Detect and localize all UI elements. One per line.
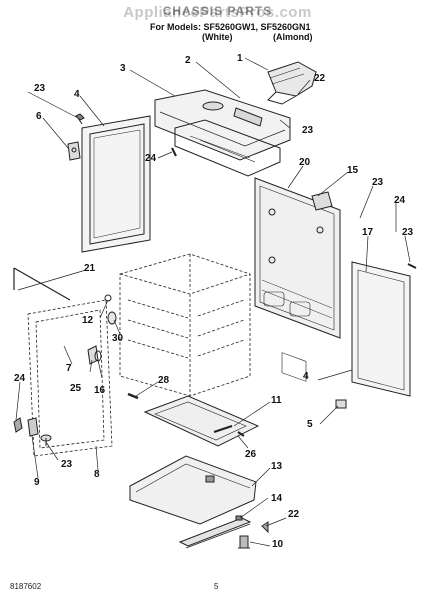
callout-30: 30	[112, 333, 124, 344]
callout-24: 24	[14, 373, 26, 384]
part-foot-10	[238, 521, 269, 549]
part-kickplate	[178, 515, 252, 549]
callout-11: 11	[271, 395, 282, 406]
callout-4: 4	[303, 371, 309, 382]
variant-white: (White)	[202, 32, 233, 42]
callout-15: 15	[347, 165, 359, 176]
callout-8: 8	[94, 469, 100, 480]
part-top-panel	[154, 89, 291, 161]
callout-23: 23	[302, 125, 314, 136]
part-leveling-legs	[13, 417, 52, 446]
part-screw-left	[75, 113, 85, 125]
callout-23: 23	[372, 177, 384, 188]
part-screw-24	[171, 147, 177, 157]
callout-22: 22	[314, 73, 326, 84]
callout-12: 12	[82, 315, 94, 326]
part-door-stop	[335, 399, 347, 409]
model-list: For Models: SF5260GW1, SF5260GN1 (White)…	[150, 22, 313, 42]
callout-7: 7	[66, 363, 72, 374]
part-gasket	[13, 267, 71, 301]
callout-26: 26	[245, 449, 257, 460]
leader-lines	[15, 57, 411, 547]
page-number: 5	[214, 582, 219, 591]
callout-20: 20	[299, 157, 311, 168]
callout-23: 23	[34, 83, 46, 94]
part-drawer-panel	[129, 455, 257, 525]
callout-21: 21	[84, 263, 96, 274]
part-back-panel	[254, 177, 341, 382]
part-clips	[87, 294, 117, 365]
callout-24: 24	[145, 153, 157, 164]
part-bottom-panel	[143, 395, 260, 447]
part-right-door-frame	[351, 261, 411, 397]
part-side-panel	[27, 299, 113, 457]
callout-3: 3	[120, 63, 126, 74]
callout-22: 22	[288, 509, 300, 520]
part-screw-right	[407, 263, 417, 269]
callout-2: 2	[185, 55, 191, 66]
part-vent-trim	[267, 61, 317, 105]
callout-17: 17	[362, 227, 374, 238]
part-oven-cavity	[119, 253, 251, 397]
models-label: For Models: SF5260GW1, SF5260GN1	[150, 22, 311, 32]
callout-4: 4	[74, 89, 80, 100]
part-bracket	[311, 191, 333, 211]
callout-24: 24	[394, 195, 406, 206]
model-variants: (White) (Almond)	[150, 32, 313, 42]
callout-5: 5	[307, 419, 313, 430]
callout-23: 23	[402, 227, 414, 238]
watermark-text: AppliancePartsPros.com	[123, 4, 312, 21]
part-hinge	[67, 141, 81, 161]
variant-almond: (Almond)	[273, 32, 313, 42]
callout-1: 1	[237, 53, 243, 64]
callout-13: 13	[271, 461, 283, 472]
document-number: 8187602	[10, 582, 42, 591]
callout-23: 23	[61, 459, 73, 470]
callout-9: 9	[34, 477, 40, 488]
diagram-title: CHASSIS PARTS	[162, 4, 273, 18]
part-top-tray	[174, 119, 281, 177]
callout-16: 16	[94, 385, 106, 396]
part-screw-28	[127, 392, 139, 400]
callout-6: 6	[36, 111, 42, 122]
part-left-door-frame	[81, 115, 151, 253]
callout-28: 28	[158, 375, 170, 386]
callout-10: 10	[272, 539, 284, 550]
callout-25: 25	[70, 383, 82, 394]
callout-14: 14	[271, 493, 283, 504]
